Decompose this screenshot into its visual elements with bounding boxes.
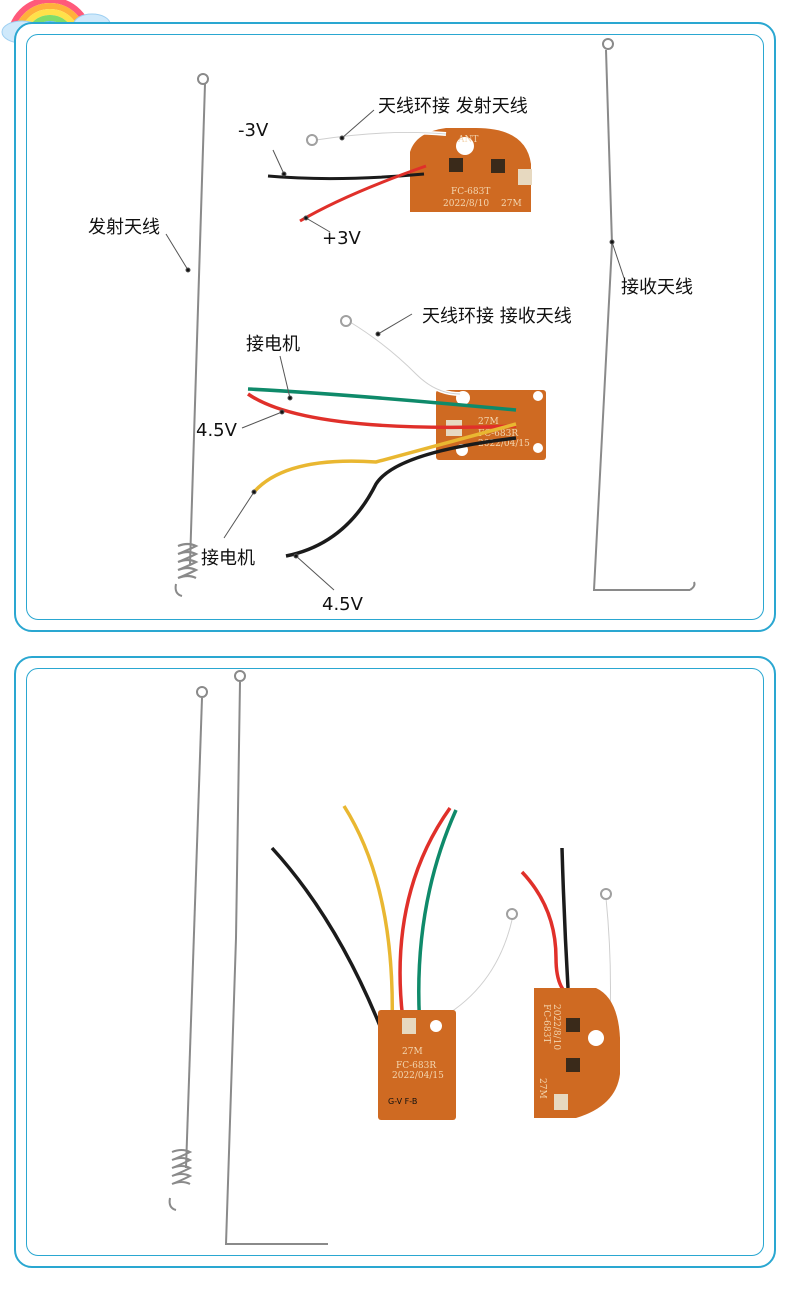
product-photo-panel: 27M FC-683R 2022/04/15 G-V F-B FC-683T 2… bbox=[14, 656, 776, 1268]
label-motor-1: 接电机 bbox=[246, 334, 300, 355]
spring-antenna bbox=[168, 686, 208, 1211]
svg-text:ANT: ANT bbox=[457, 135, 478, 145]
label-tx-antenna-loop: 天线环接 发射天线 bbox=[378, 96, 528, 117]
label-4v5-1: 4.5V bbox=[196, 420, 237, 441]
svg-text:2022/8/10: 2022/8/10 bbox=[551, 1004, 561, 1050]
wiring-diagram-art: FC-683T 2022/8/10 27M ANT 27M FC-683R 20… bbox=[165, 38, 696, 597]
rx-antenna bbox=[592, 38, 696, 591]
label-rx-antenna: 接收天线 bbox=[621, 277, 693, 298]
label-plus-3v: +3V bbox=[322, 228, 361, 249]
panel-inner-border bbox=[26, 668, 764, 1256]
svg-text:FC-683R: FC-683R bbox=[396, 1061, 436, 1071]
wiring-diagram-panel: FC-683T 2022/8/10 27M ANT 27M FC-683R 20… bbox=[14, 22, 776, 632]
svg-text:27M: 27M bbox=[501, 199, 522, 209]
label-rx-antenna-loop: 天线环接 接收天线 bbox=[422, 306, 572, 327]
svg-text:27M: 27M bbox=[537, 1078, 547, 1099]
svg-text:FC-683T: FC-683T bbox=[541, 1004, 551, 1043]
svg-text:FC-683R: FC-683R bbox=[478, 429, 518, 439]
svg-text:2022/8/10: 2022/8/10 bbox=[443, 199, 489, 209]
label-tx-antenna: 发射天线 bbox=[88, 217, 160, 238]
svg-text:G-V F-B: G-V F-B bbox=[388, 1097, 417, 1106]
svg-text:FC-683T: FC-683T bbox=[451, 187, 490, 197]
panel-inner-border bbox=[26, 34, 764, 620]
label-motor-2: 接电机 bbox=[201, 548, 255, 569]
tx-antenna bbox=[174, 73, 209, 597]
svg-text:2022/04/15: 2022/04/15 bbox=[478, 439, 530, 449]
svg-text:27M: 27M bbox=[478, 417, 499, 427]
label-4v5-2: 4.5V bbox=[322, 594, 363, 615]
straight-antenna bbox=[224, 670, 328, 1245]
product-photo-art: 27M FC-683R 2022/04/15 G-V F-B FC-683T 2… bbox=[168, 670, 620, 1245]
svg-text:2022/04/15: 2022/04/15 bbox=[392, 1071, 444, 1081]
tx-board: FC-683T 2022/8/10 27M ANT bbox=[410, 128, 532, 212]
tx-board-photo: FC-683T 2022/8/10 27M bbox=[534, 988, 620, 1118]
svg-text:27M: 27M bbox=[402, 1047, 423, 1057]
label-minus-3v: -3V bbox=[238, 120, 269, 141]
rx-board-photo: 27M FC-683R 2022/04/15 G-V F-B bbox=[378, 1010, 456, 1120]
